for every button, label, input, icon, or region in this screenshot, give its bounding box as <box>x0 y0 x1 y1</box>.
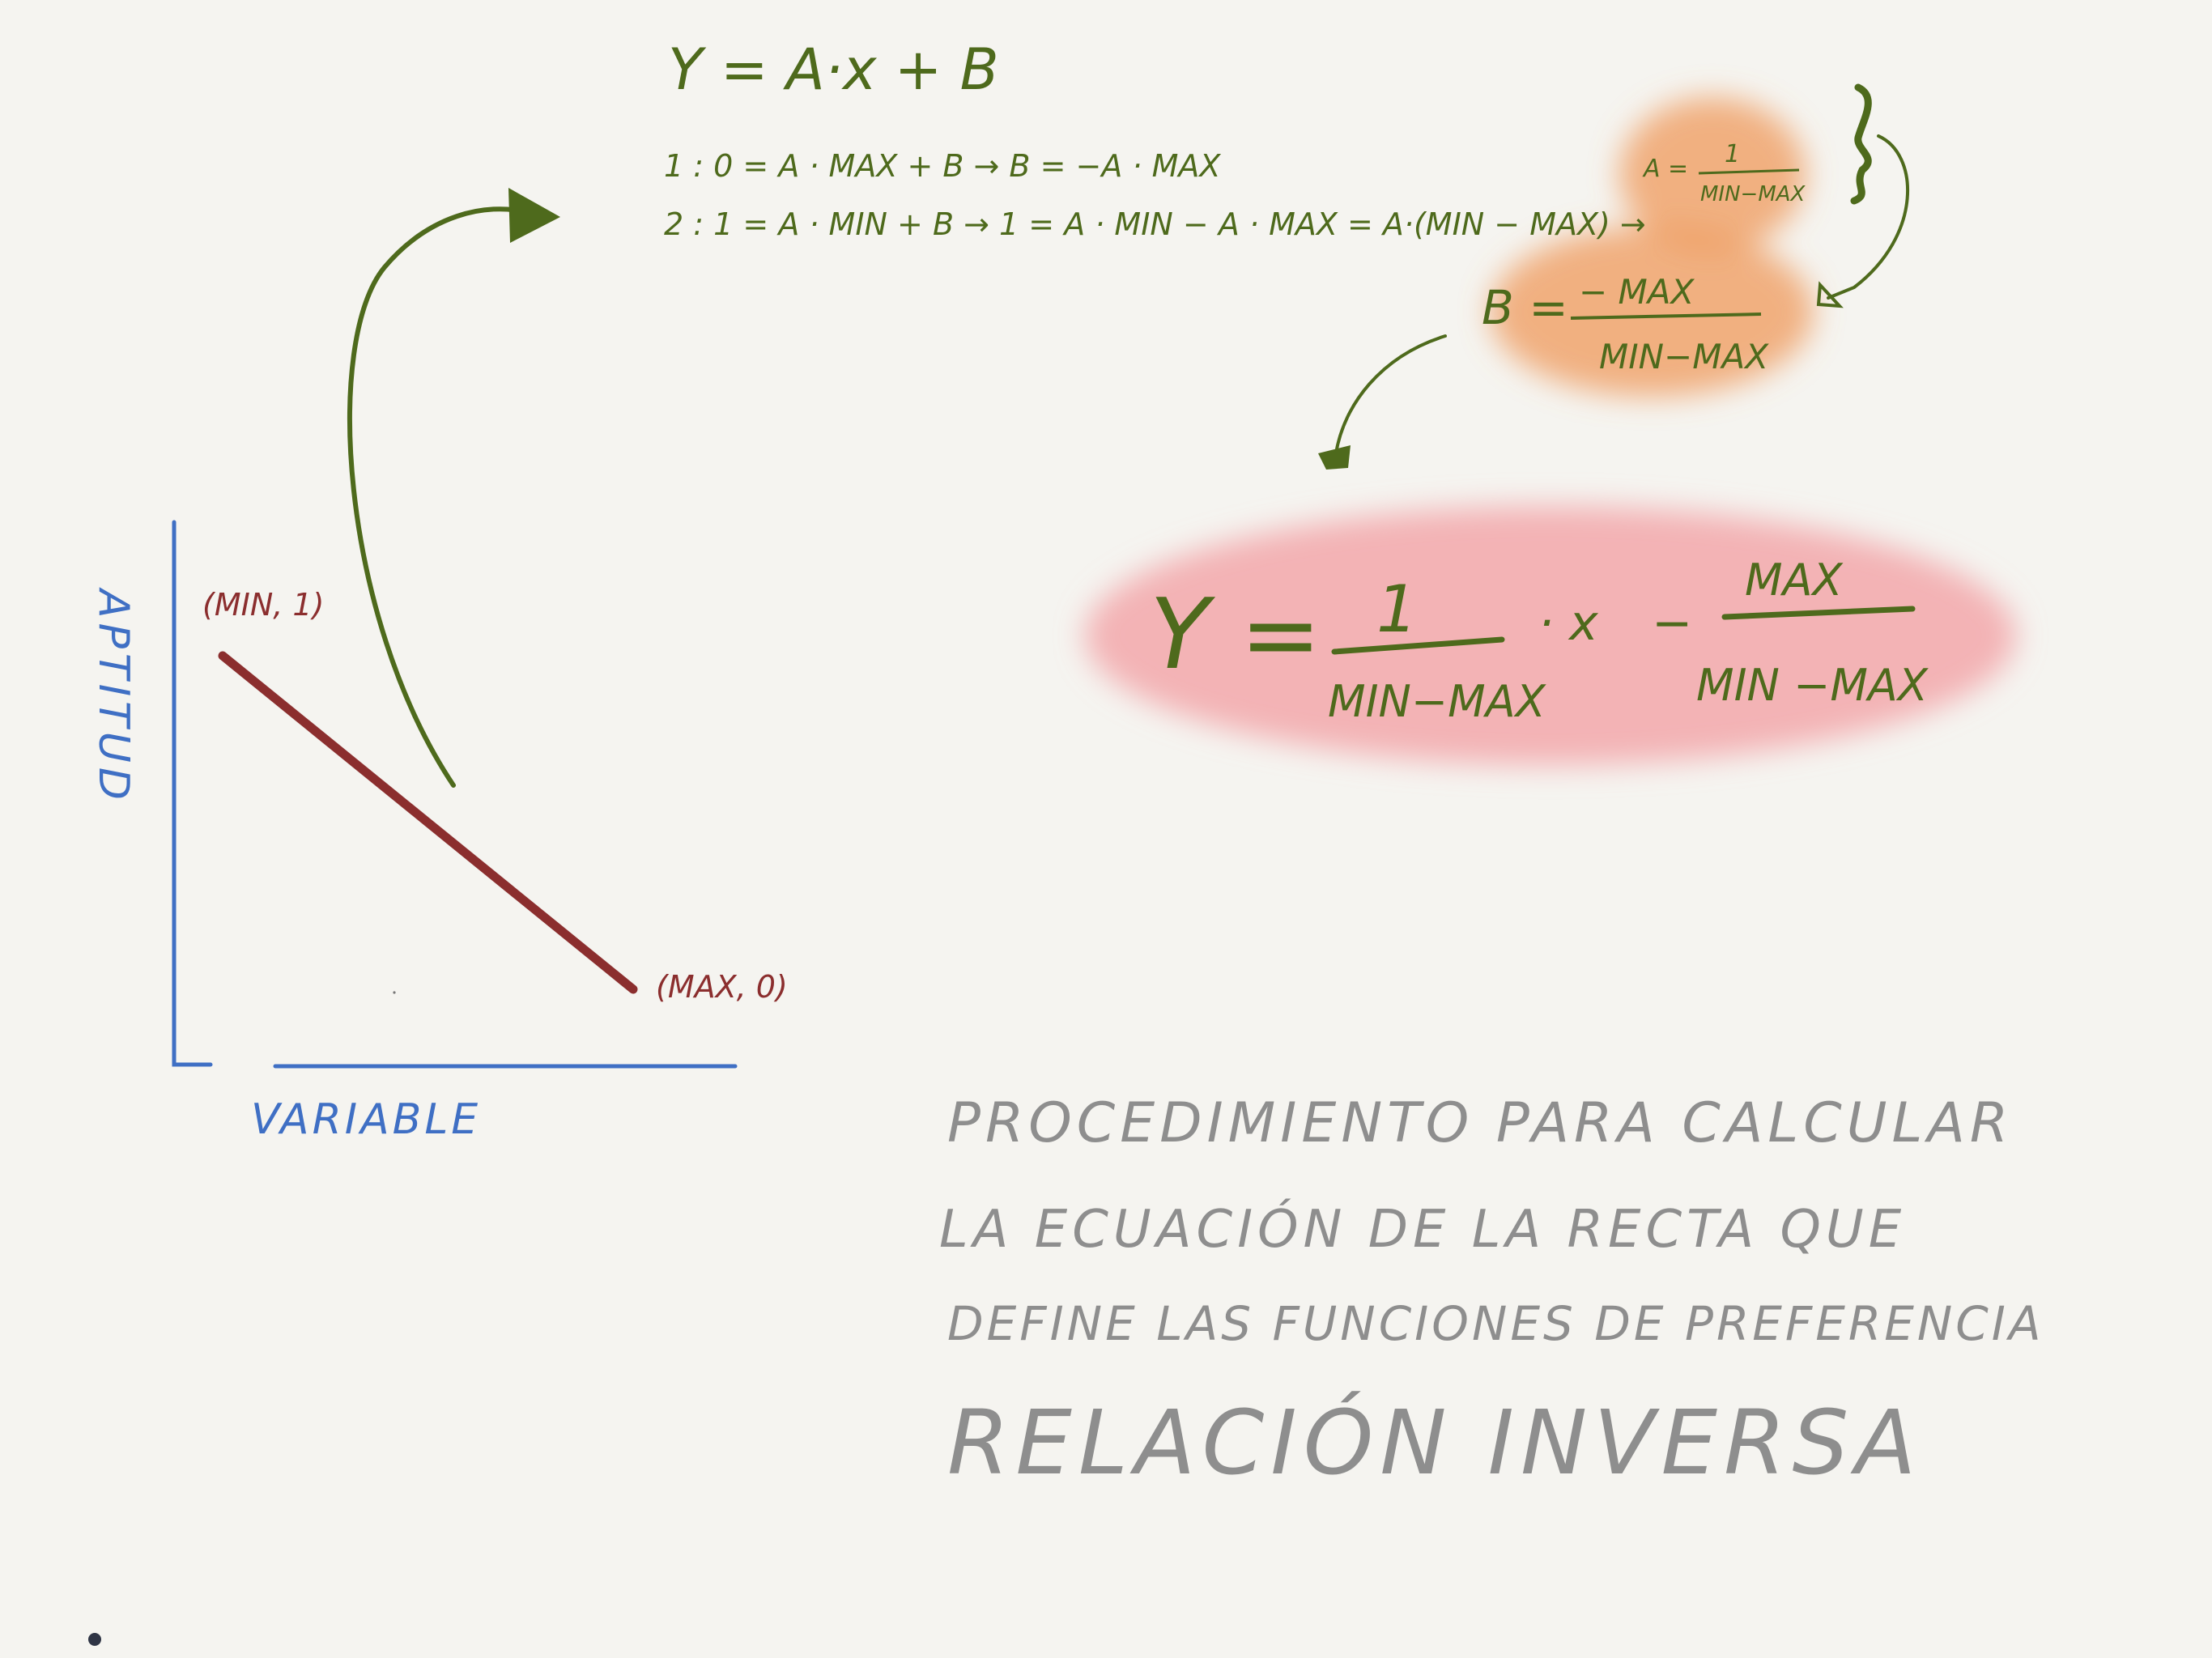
description-line-4: RELACIÓN INVERSA <box>947 1391 1923 1494</box>
stray-dot <box>393 991 396 994</box>
b-denominator: MIN−MAX <box>1599 337 1769 376</box>
description-line-3: DEFINE LAS FUNCIONES DE PREFERENCIA <box>947 1296 2044 1351</box>
arrow-graph-to-equations <box>347 188 560 788</box>
condition-1: 1 : 0 = A · MAX + B → B = −A · MAX <box>664 148 1221 184</box>
description-line-1: PROCEDIMIENTO PARA CALCULAR <box>947 1091 2013 1155</box>
final-frac1-denominator: MIN−MAX <box>1328 676 1546 727</box>
final-equation: Y = 1 MIN−MAX · x − MAX MIN −MAX <box>1150 555 1929 727</box>
b-lhs: B = <box>1482 280 1568 335</box>
curly-brace <box>1850 83 1872 205</box>
a-numerator: 1 <box>1725 140 1740 168</box>
final-times-x: · x <box>1538 595 1598 652</box>
final-frac2-numerator: MAX <box>1745 555 1844 606</box>
final-minus: − <box>1652 595 1692 652</box>
pink-highlight <box>1085 506 2016 765</box>
graph: (MIN, 1) (MAX, 0) VARIABLE APTITUD <box>89 520 788 1144</box>
arrow-to-final-equation <box>1318 334 1447 470</box>
fraction-bar-1 <box>1331 636 1505 655</box>
arrowhead-icon <box>1816 281 1844 308</box>
equations: Y = A·x + B 1 : 0 = A · MAX + B → B = −A… <box>664 36 1806 376</box>
point-max-label: (MAX, 0) <box>656 969 788 1005</box>
description-line-2: LA ECUACIÓN DE LA RECTA QUE <box>939 1198 1906 1260</box>
inverse-relation-line <box>218 651 638 994</box>
arrow-to-b-formula <box>1816 134 1910 308</box>
condition-2: 2 : 1 = A · MIN + B → 1 = A · MIN − A · … <box>664 206 1646 242</box>
a-denominator: MIN−MAX <box>1700 182 1806 206</box>
general-equation: Y = A·x + B <box>668 36 999 103</box>
point-min-label: (MIN, 1) <box>202 587 324 623</box>
final-lhs: Y = <box>1150 579 1321 691</box>
final-frac1-numerator: 1 <box>1376 572 1418 647</box>
x-axis-label: VARIABLE <box>251 1095 481 1144</box>
fraction-bar-2 <box>1721 606 1916 620</box>
b-numerator: − MAX <box>1579 272 1695 312</box>
description: PROCEDIMIENTO PARA CALCULAR LA ECUACIÓN … <box>939 1091 2044 1494</box>
final-frac2-denominator: MIN −MAX <box>1696 660 1929 711</box>
y-axis <box>172 520 213 1067</box>
bullet-dot <box>88 1633 101 1646</box>
y-axis-label: APTITUD <box>89 587 138 805</box>
a-lhs: A = <box>1642 155 1688 183</box>
orange-highlight <box>1490 97 1814 397</box>
arrowhead-icon <box>1318 445 1351 470</box>
arrowhead-icon <box>508 188 560 243</box>
